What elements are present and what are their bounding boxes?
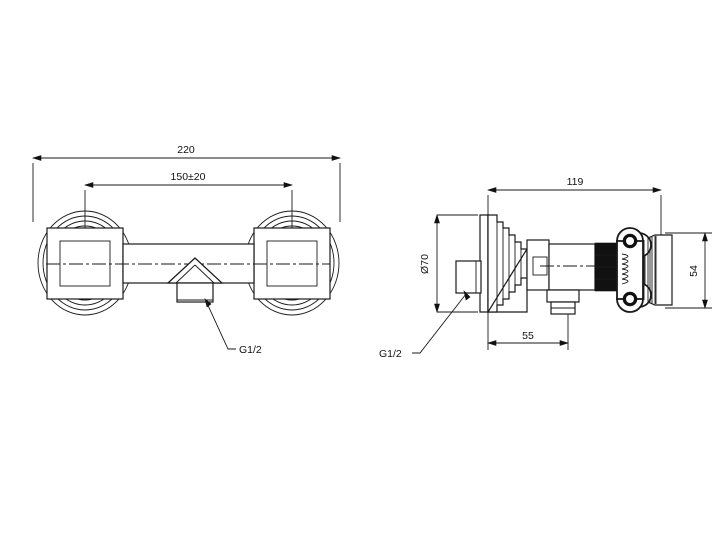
dimension-label-119: 119 bbox=[567, 176, 584, 188]
right-handle bbox=[253, 227, 331, 300]
dimension-label-diameter70: Ø70 bbox=[419, 254, 431, 274]
callout-outlet-thread: G1/2 bbox=[204, 298, 262, 356]
dimension-handle-height: 54 bbox=[665, 231, 712, 310]
side-flange-cone bbox=[486, 214, 528, 313]
lever-spring-ribs bbox=[621, 253, 629, 285]
dimension-label-55: 55 bbox=[522, 330, 534, 342]
front-view: 220 150±20 bbox=[31, 144, 342, 356]
dimension-outlet-offset: 55 bbox=[486, 303, 570, 350]
dimension-overall-depth: 119 bbox=[486, 176, 663, 238]
callout-label-g12-front: G1/2 bbox=[239, 344, 262, 356]
left-handle bbox=[46, 227, 124, 300]
side-handle-block bbox=[455, 260, 482, 294]
lever-end-ribs bbox=[643, 236, 657, 304]
callout-label-g12-side: G1/2 bbox=[379, 348, 402, 360]
dimension-flange-diameter: Ø70 bbox=[419, 213, 478, 314]
dimension-label-54: 54 bbox=[688, 265, 700, 277]
side-handle-lever bbox=[616, 227, 673, 313]
dimension-label-220: 220 bbox=[177, 144, 195, 156]
side-outlet-stub bbox=[546, 289, 580, 315]
outlet-spout bbox=[166, 257, 224, 303]
side-valve-barrel bbox=[526, 239, 605, 291]
dimension-label-150pm20: 150±20 bbox=[171, 171, 206, 183]
side-view: 119 Ø70 54 55 bbox=[379, 176, 712, 360]
callout-inlet-thread: G1/2 bbox=[379, 290, 471, 360]
dimension-overall-width: 220 bbox=[31, 144, 342, 222]
